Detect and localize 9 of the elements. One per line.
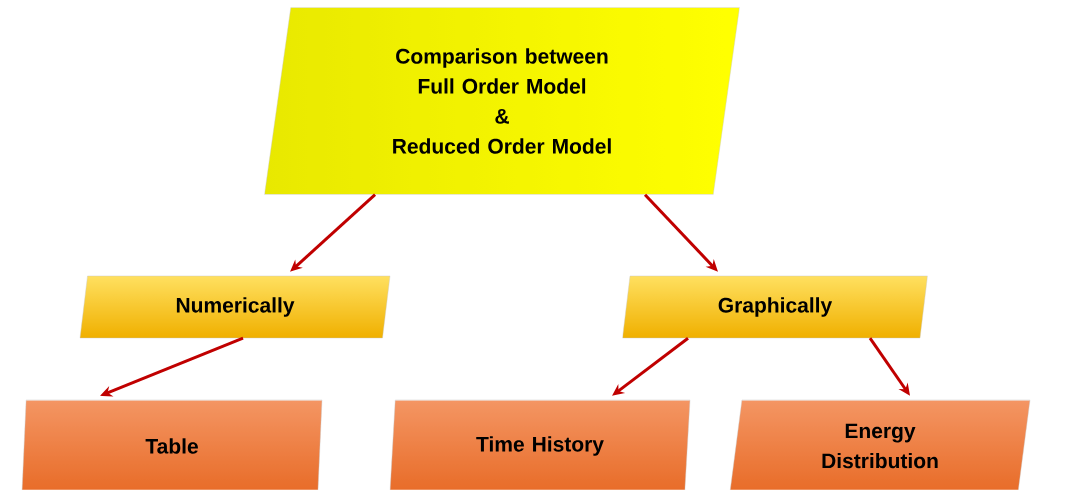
arrow [290, 193, 377, 272]
parallelogram-box: Table [21, 399, 323, 490]
parallelogram-box: Numerically [79, 275, 391, 339]
arrow [612, 337, 689, 396]
parallelogram-box: Graphically [622, 275, 928, 339]
arrow [643, 193, 718, 272]
parallelogram-box: Energy Distribution [729, 399, 1031, 490]
parallelogram-box: Comparison between Full Order Model & Reduced Order Model [264, 7, 740, 195]
parallelogram-box: Time History [389, 399, 691, 490]
